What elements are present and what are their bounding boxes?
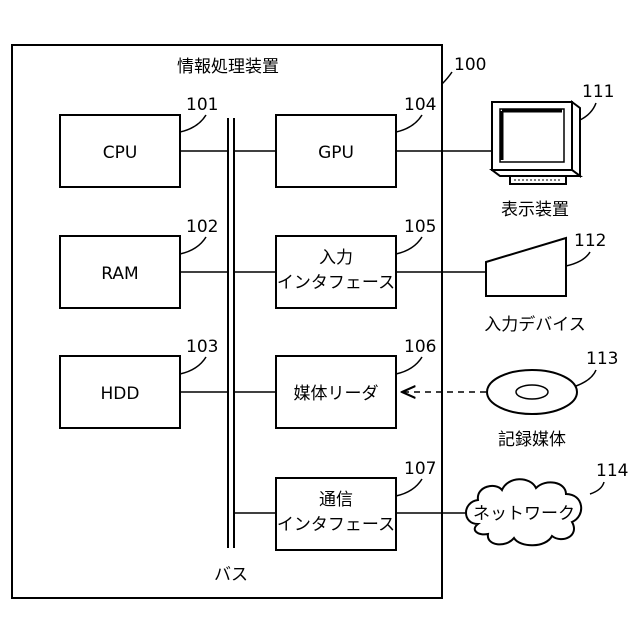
apparatus-title: 情報処理装置 (177, 57, 279, 77)
comm-interface-ref: 107 (404, 459, 436, 479)
display-ref-leader (580, 103, 596, 120)
input-interface-ref: 105 (404, 217, 436, 237)
input-device-ref-leader (566, 252, 590, 266)
ram-label: RAM (101, 264, 138, 284)
network-ref: 114 (596, 461, 628, 481)
input-device-ref: 112 (574, 231, 606, 251)
gpu-ref-leader (396, 115, 422, 132)
cpu-label: CPU (103, 143, 138, 163)
recording-medium-ref: 113 (586, 349, 618, 369)
gpu-label: GPU (318, 143, 354, 163)
network-ref-leader (590, 482, 604, 494)
recording-medium-disc-icon (487, 370, 577, 414)
hdd-label: HDD (101, 384, 140, 404)
recording-medium-ref-leader (576, 370, 596, 386)
input-interface-line2: インタフェース (277, 273, 395, 293)
display-monitor-icon (492, 102, 580, 184)
comm-interface-block (276, 478, 396, 550)
input-device-label: 入力デバイス (484, 314, 586, 335)
input-interface-block (276, 236, 396, 308)
comm-interface-line1: 通信 (319, 490, 353, 510)
apparatus-ref-leader (442, 72, 452, 84)
network-label: ネットワーク (473, 504, 575, 524)
comm-interface-ref-leader (396, 479, 422, 496)
input-interface-ref-leader (396, 237, 422, 254)
media-reader-ref-leader (396, 357, 422, 374)
comm-interface-line2: インタフェース (277, 515, 395, 535)
hdd-ref: 103 (186, 337, 218, 357)
ram-ref-leader (180, 237, 206, 254)
input-device-icon (486, 238, 566, 296)
media-reader-label: 媒体リーダ (294, 384, 379, 404)
display-label: 表示装置 (501, 200, 569, 220)
cpu-ref: 101 (186, 95, 218, 115)
apparatus-ref: 100 (454, 55, 486, 75)
bus-label: バス (214, 565, 248, 585)
cpu-ref-leader (180, 115, 206, 132)
display-ref: 111 (582, 82, 614, 102)
gpu-ref: 104 (404, 95, 436, 115)
input-interface-line1: 入力 (319, 248, 353, 268)
hdd-ref-leader (180, 357, 206, 374)
media-reader-ref: 106 (404, 337, 436, 357)
ram-ref: 102 (186, 217, 218, 237)
recording-medium-label: 記録媒体 (498, 430, 566, 450)
